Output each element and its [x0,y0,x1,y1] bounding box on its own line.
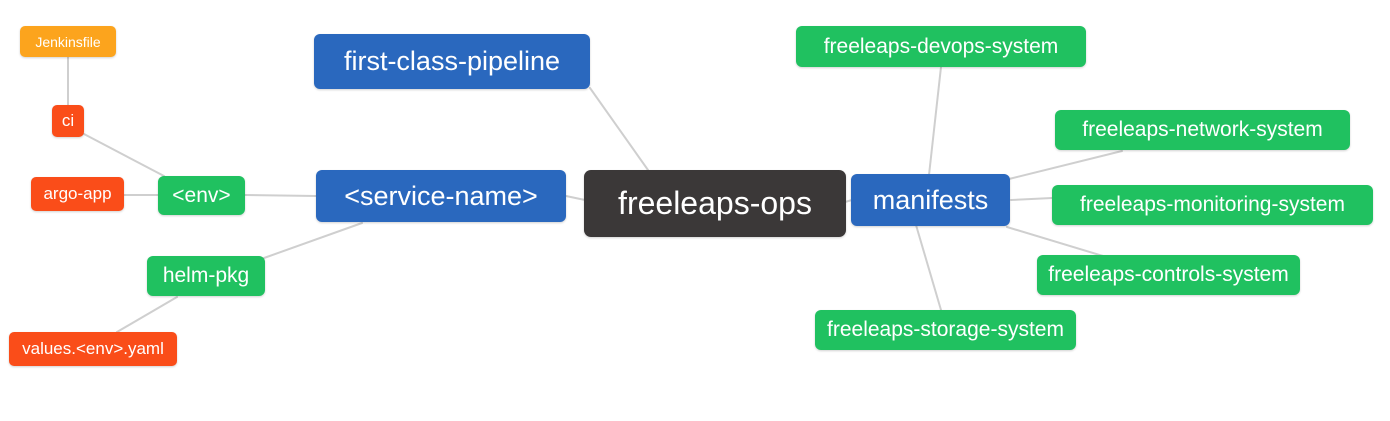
mindmap-node-argo-app[interactable]: argo-app [31,177,124,211]
edge-values-env-yaml-to-helm-pkg [116,296,178,333]
mindmap-node-freeleaps-controls-system[interactable]: freeleaps-controls-system [1037,255,1300,295]
edge-manifests-to-freeleaps-network-system [1008,150,1123,180]
edge-first-class-pipeline-to-freeleaps-ops [589,87,649,171]
mindmap-node-freeleaps-monitoring-system[interactable]: freeleaps-monitoring-system [1052,185,1373,225]
mindmap-node-jenkinsfile[interactable]: Jenkinsfile [20,26,116,57]
mindmap-node-freeleaps-ops[interactable]: freeleaps-ops [584,170,846,237]
mindmap-node-env[interactable]: <env> [158,176,245,215]
edge-env-to-service-name [244,194,317,197]
edge-manifests-to-freeleaps-monitoring-system [1010,197,1053,201]
edge-ci-to-env [83,133,165,177]
mindmap-node-ci[interactable]: ci [52,105,84,137]
mindmap-node-helm-pkg[interactable]: helm-pkg [147,256,265,296]
edge-helm-pkg-to-service-name [263,222,363,259]
edge-manifests-to-freeleaps-devops-system [928,66,942,176]
edge-freeleaps-ops-to-manifests [844,199,853,203]
mindmap-node-freeleaps-devops-system[interactable]: freeleaps-devops-system [796,26,1086,67]
mindmap-node-manifests[interactable]: manifests [851,174,1010,226]
edge-manifests-to-freeleaps-storage-system [915,224,942,311]
edge-service-name-to-freeleaps-ops [565,195,586,201]
mindmap-node-first-class-pipeline[interactable]: first-class-pipeline [314,34,590,89]
mindmap-node-values-env-yaml[interactable]: values.<env>.yaml [9,332,177,366]
edge-manifests-to-freeleaps-controls-system [1006,226,1104,257]
mindmap-node-freeleaps-storage-system[interactable]: freeleaps-storage-system [815,310,1076,350]
mindmap-node-service-name[interactable]: <service-name> [316,170,566,222]
mindmap-node-freeleaps-network-system[interactable]: freeleaps-network-system [1055,110,1350,150]
